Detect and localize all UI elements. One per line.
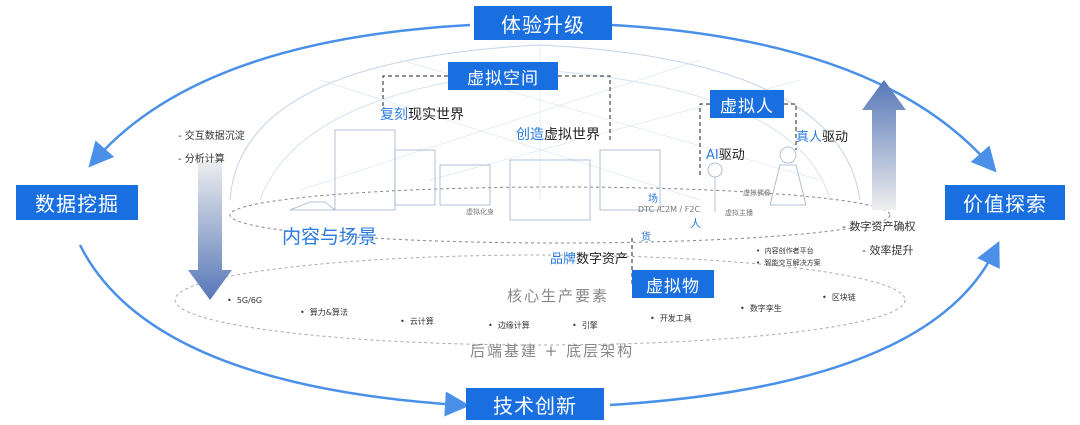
right-note: - 效率提升 bbox=[862, 244, 914, 257]
experience-upgrade-box: 体验升级 bbox=[474, 6, 612, 40]
huo-label: 货 bbox=[641, 232, 651, 243]
dtc-label: DTC /C2M / F2C bbox=[638, 205, 701, 214]
tech-innovation-box: 技术创新 bbox=[466, 388, 604, 420]
virtual-avatar-label: 虚拟化身 bbox=[466, 208, 494, 216]
label-text: 驱动 bbox=[718, 148, 745, 163]
tech-item-text: 云计算 bbox=[409, 317, 434, 326]
left-note: - 交互数据沉淀 bbox=[178, 131, 245, 142]
chang-label: 场 bbox=[648, 194, 658, 205]
tech-item: • 区块链 bbox=[822, 293, 856, 302]
label-highlight: 真人 bbox=[796, 130, 823, 145]
content-scene-label: 内容与场景 bbox=[282, 226, 378, 248]
tech-item: • 5G/6G bbox=[227, 296, 263, 305]
platform-item: • 内容创作者平台 bbox=[756, 247, 814, 255]
tech-item-text: 5G/6G bbox=[236, 296, 263, 305]
platform-item-text: 智能交互解决方案 bbox=[764, 259, 821, 267]
brand-digital-asset-label: 品牌数字资产 bbox=[550, 248, 628, 267]
virtual-space-box: 虚拟空间 bbox=[448, 62, 558, 90]
tech-item: • 引擎 bbox=[572, 321, 598, 330]
tech-item: • 云计算 bbox=[400, 317, 434, 326]
ren-label: 人 bbox=[690, 217, 701, 230]
data-mining-box: 数据挖掘 bbox=[16, 185, 138, 220]
tech-item: • 边缘计算 bbox=[488, 321, 530, 330]
virtual-idol-label: 虚拟偶像 bbox=[743, 189, 771, 197]
tech-item-text: 区块链 bbox=[831, 293, 856, 302]
platform-item: • 智能交互解决方案 bbox=[756, 259, 821, 267]
right-note: - 数字资产确权 bbox=[842, 220, 916, 233]
backend-infra-label: 后端基建 + 底层架构 bbox=[470, 342, 635, 360]
tech-item: • 开发工具 bbox=[650, 314, 692, 323]
label-highlight: AI bbox=[706, 148, 719, 163]
virtual-host-label: 虚拟主播 bbox=[725, 209, 753, 217]
platform-item-text: 内容创作者平台 bbox=[764, 247, 814, 255]
core-factors-label: 核心生产要素 bbox=[507, 287, 610, 305]
label-highlight: 品牌 bbox=[550, 252, 577, 267]
tech-item: • 算力&算法 bbox=[300, 308, 349, 317]
label-text: 驱动 bbox=[822, 130, 849, 145]
left-note: - 分析计算 bbox=[178, 154, 225, 165]
value-exploration-box: 价值探索 bbox=[945, 185, 1065, 220]
tech-item-text: 边缘计算 bbox=[497, 321, 530, 330]
tech-item-text: 数字孪生 bbox=[749, 304, 782, 313]
ai-driven-label: AI驱动 bbox=[706, 144, 745, 163]
human-driven-label: 真人驱动 bbox=[796, 126, 848, 145]
label-text: 现实世界 bbox=[408, 107, 464, 123]
label-text: 虚拟世界 bbox=[544, 127, 600, 143]
label-highlight: 创造 bbox=[516, 127, 544, 143]
replicate-real-world-label: 复刻现实世界 bbox=[380, 104, 464, 124]
label-text: 数字资产 bbox=[576, 252, 629, 267]
tech-item-text: 引擎 bbox=[581, 321, 598, 330]
create-virtual-world-label: 创造虚拟世界 bbox=[516, 124, 600, 144]
tech-item: • 数字孪生 bbox=[740, 304, 782, 313]
tech-item-text: 开发工具 bbox=[659, 314, 692, 323]
label-highlight: 复刻 bbox=[380, 107, 408, 123]
tech-item-text: 算力&算法 bbox=[309, 308, 349, 317]
virtual-human-box: 虚拟人 bbox=[710, 90, 784, 118]
virtual-goods-box: 虚拟物 bbox=[632, 270, 714, 298]
